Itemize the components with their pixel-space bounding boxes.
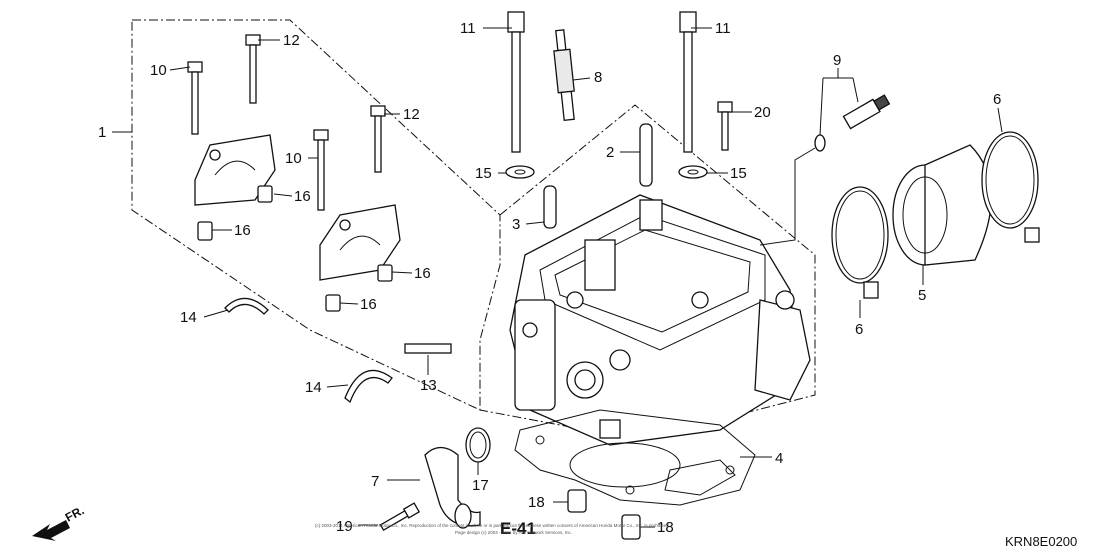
camshaft-holder-upper xyxy=(194,134,276,206)
dowel-18-a xyxy=(567,489,587,513)
callout-3: 3 xyxy=(512,216,520,233)
camshaft-holder-lower xyxy=(319,204,401,281)
valve-guide-2 xyxy=(639,123,653,187)
arrow-icon xyxy=(32,520,70,541)
callout-4: 4 xyxy=(775,450,783,467)
callout-14a: 14 xyxy=(180,309,197,326)
dowel-pin-16-a xyxy=(257,185,273,203)
section-reference: E-41 xyxy=(500,519,536,538)
clip-14-a xyxy=(224,297,269,315)
washer-15-b xyxy=(678,165,708,179)
callout-6b: 6 xyxy=(855,321,863,338)
valve-guide-3 xyxy=(543,185,557,229)
clamp-6-right xyxy=(981,131,1040,243)
insulator-5 xyxy=(892,144,992,266)
callout-19: 19 xyxy=(336,518,353,535)
callout-7: 7 xyxy=(371,473,379,490)
dowel-pin-16-d xyxy=(325,294,341,312)
callout-11a: 11 xyxy=(460,20,476,37)
bolt-20 xyxy=(717,101,733,151)
diagram-code: KRN8E0200 xyxy=(1005,534,1077,549)
stud-13 xyxy=(404,343,452,354)
callout-20: 20 xyxy=(754,104,771,121)
callout-16a: 16 xyxy=(294,188,311,205)
callout-10b: 10 xyxy=(285,150,302,167)
callout-15a: 15 xyxy=(475,165,492,182)
bolt-19 xyxy=(379,502,421,531)
head-gasket xyxy=(514,409,756,506)
leader-lines xyxy=(112,27,1003,528)
bolt-11-a xyxy=(507,11,525,153)
bolt-12-a xyxy=(245,34,261,104)
callouts: 1 10 12 10 12 16 16 16 16 14 14 13 11 11… xyxy=(98,20,1001,536)
front-direction-marker: FR. xyxy=(32,503,86,541)
bolt-10-b xyxy=(313,129,329,211)
bolt-12-b xyxy=(370,105,386,173)
callout-16c: 16 xyxy=(414,265,431,282)
callout-6a: 6 xyxy=(993,91,1001,108)
copyright-line-2: Page design (c) 2003 - 2011 by ARI Netwo… xyxy=(455,530,572,535)
callout-15b: 15 xyxy=(730,165,747,182)
clip-14-b xyxy=(344,369,393,404)
bolt-10-a xyxy=(187,61,203,135)
callout-16d: 16 xyxy=(360,296,377,313)
callout-17: 17 xyxy=(472,477,489,494)
washer-15-a xyxy=(505,165,535,179)
spark-plug-8 xyxy=(553,29,575,122)
o-ring-9 xyxy=(814,134,826,152)
dowel-pin-16-b xyxy=(197,221,213,241)
callout-1: 1 xyxy=(98,124,106,141)
callout-10a: 10 xyxy=(150,62,167,79)
callout-16b: 16 xyxy=(234,222,251,239)
clamp-6-left xyxy=(831,186,889,299)
dowel-pin-16-c xyxy=(377,264,393,282)
callout-13: 13 xyxy=(420,377,437,394)
callout-12a: 12 xyxy=(283,32,300,49)
cylinder-head xyxy=(509,194,811,446)
group-outline-1 xyxy=(131,19,501,411)
bolt-11-b xyxy=(679,11,697,153)
callout-2: 2 xyxy=(606,144,614,161)
sensor-9 xyxy=(842,94,891,130)
callout-12b: 12 xyxy=(403,106,420,123)
callout-18a: 18 xyxy=(528,494,545,511)
callout-5: 5 xyxy=(918,287,926,304)
callout-14b: 14 xyxy=(305,379,322,396)
callout-11b: 11 xyxy=(715,20,731,37)
callout-9: 9 xyxy=(833,52,841,69)
gasket-bore xyxy=(569,442,681,488)
copyright-line-1: (c) 2003-2011 American Honda Motor Co., … xyxy=(315,523,670,528)
callout-18b: 18 xyxy=(657,519,674,536)
callout-8: 8 xyxy=(594,69,602,86)
